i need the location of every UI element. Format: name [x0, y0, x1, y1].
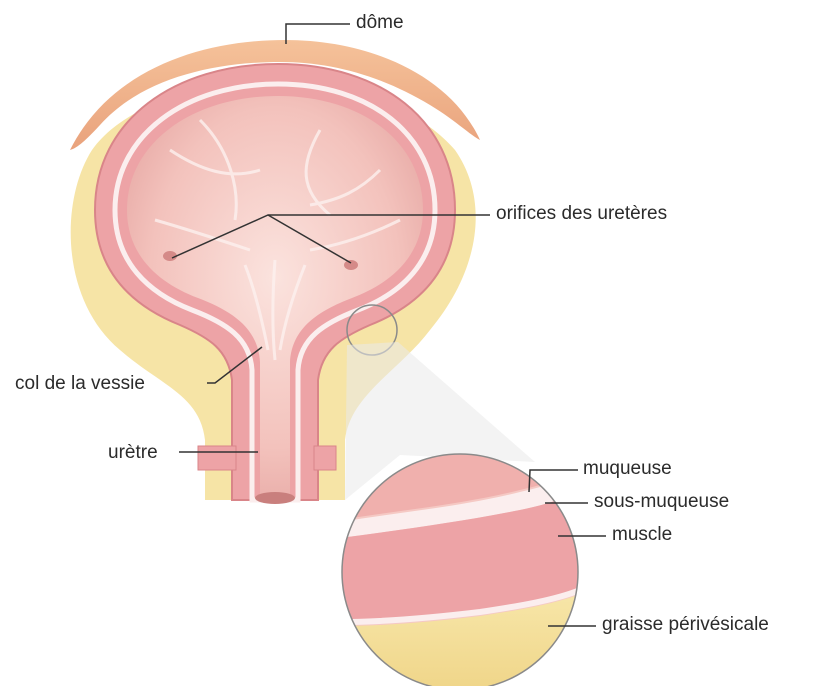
label-mucosa: muqueuse: [583, 459, 672, 478]
label-muscle: muscle: [612, 525, 672, 544]
sphincter-left: [198, 446, 236, 470]
ureteral-orifice-right: [344, 260, 358, 270]
label-ureteral-orifices: orifices des uretères: [496, 204, 667, 223]
label-perivesical-fat: graisse périvésicale: [602, 615, 769, 634]
urethra-opening: [255, 492, 295, 504]
label-submucosa: sous-muqueuse: [594, 492, 729, 511]
label-dome: dôme: [356, 13, 404, 32]
sphincter-right: [314, 446, 336, 470]
label-urethra: urètre: [108, 443, 158, 462]
label-bladder-neck: col de la vessie: [15, 374, 145, 393]
zoomed-tissue: [340, 452, 580, 686]
